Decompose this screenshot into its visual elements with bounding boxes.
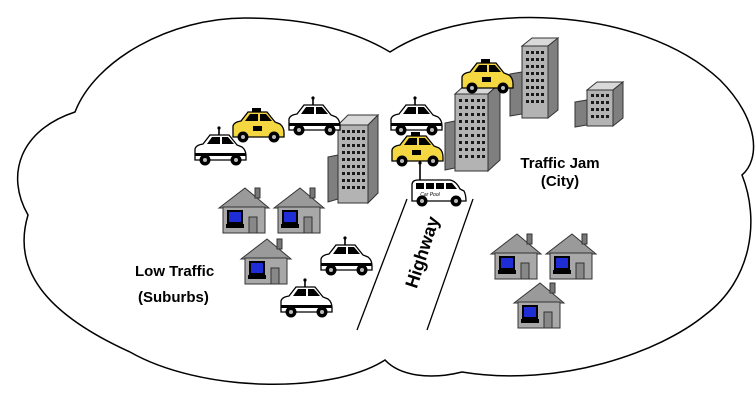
highway-right-edge: [426, 198, 474, 331]
suburbs-label-line1: Low Traffic: [135, 263, 214, 280]
taxi-icon: [391, 131, 444, 168]
city-label-line2: (City): [541, 173, 579, 190]
city-label-line1: Traffic Jam: [520, 155, 599, 172]
cloud-outline: [16, 16, 755, 386]
car-icon: [288, 95, 341, 137]
car-icon: [390, 95, 443, 137]
house-icon: [490, 233, 542, 280]
building-icon: [509, 36, 560, 120]
taxi-icon: [461, 58, 514, 95]
building-icon: [574, 80, 625, 128]
car-icon: [320, 235, 373, 277]
building-icon: [327, 113, 380, 205]
car-icon: [280, 277, 333, 319]
house-icon: [545, 233, 597, 280]
taxi-icon: [232, 107, 285, 144]
suburbs-label-line2: (Suburbs): [138, 289, 209, 306]
building-icon: [444, 81, 502, 173]
van-icon: Car Pool: [411, 161, 467, 207]
house-icon: [513, 282, 565, 329]
van-label: Car Pool: [420, 192, 440, 198]
house-icon: [273, 187, 325, 234]
house-icon: [218, 187, 270, 234]
highway-label: Highway: [401, 214, 443, 291]
highway-left-edge: [356, 198, 408, 331]
house-icon: [240, 238, 292, 285]
